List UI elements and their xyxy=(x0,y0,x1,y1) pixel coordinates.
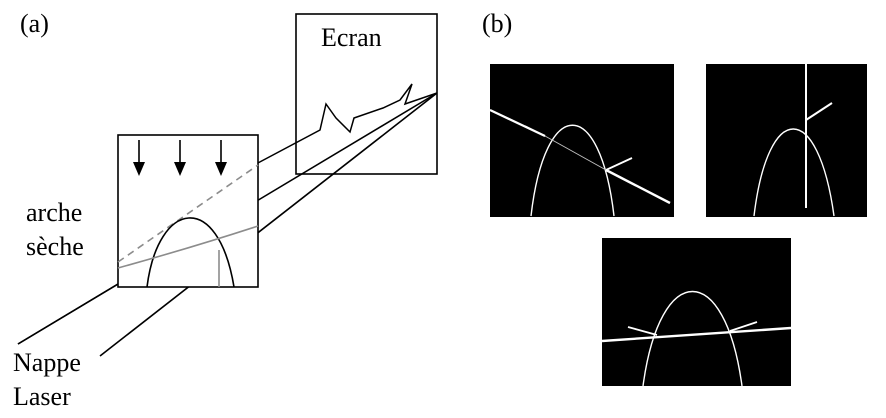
photo-background xyxy=(706,64,867,217)
photo-vertical-laser xyxy=(706,64,867,217)
laser-intersection-curve xyxy=(117,225,259,269)
screen-label: Ecran xyxy=(321,23,382,52)
laser-sheet-back-edge xyxy=(99,92,438,357)
arch-label-line2: sèche xyxy=(26,232,84,261)
photo-reflection-trace xyxy=(605,157,633,171)
panel-b-label: (b) xyxy=(482,9,512,38)
laser-label-line1: Nappe xyxy=(13,348,81,377)
screen-trace xyxy=(255,83,438,165)
photo-laser-trace xyxy=(605,168,671,205)
photo-background xyxy=(602,238,791,386)
down-arrow-icon xyxy=(215,140,227,176)
laser-edge-dashed xyxy=(117,164,259,263)
laser-sheet-front-edge-lower xyxy=(17,283,119,345)
photo-reflection-trace xyxy=(627,326,658,336)
down-arrow-icon xyxy=(133,140,145,176)
photo-laser-trace xyxy=(601,326,792,343)
photo-reflection-trace xyxy=(729,321,758,332)
photo-arch-trace xyxy=(530,124,615,217)
photo-laser-trace xyxy=(544,135,607,171)
photo-arch-trace xyxy=(753,128,835,217)
photo-reflection-trace xyxy=(524,125,546,137)
arch-label-line1: arche xyxy=(26,198,82,227)
laser-label-line2: Laser xyxy=(13,382,71,411)
panel-b: (b) xyxy=(482,9,867,387)
panel-a-label: (a) xyxy=(20,9,49,38)
panel-a: (a) Ecran xyxy=(13,9,438,411)
photo-horizontal-laser xyxy=(601,238,792,387)
photo-oblique-laser xyxy=(489,64,674,217)
down-arrows xyxy=(133,140,227,176)
photo-background xyxy=(490,64,674,217)
photo-arch-trace xyxy=(642,290,743,387)
photo-reflection-trace xyxy=(805,102,833,121)
down-arrow-icon xyxy=(174,140,186,176)
